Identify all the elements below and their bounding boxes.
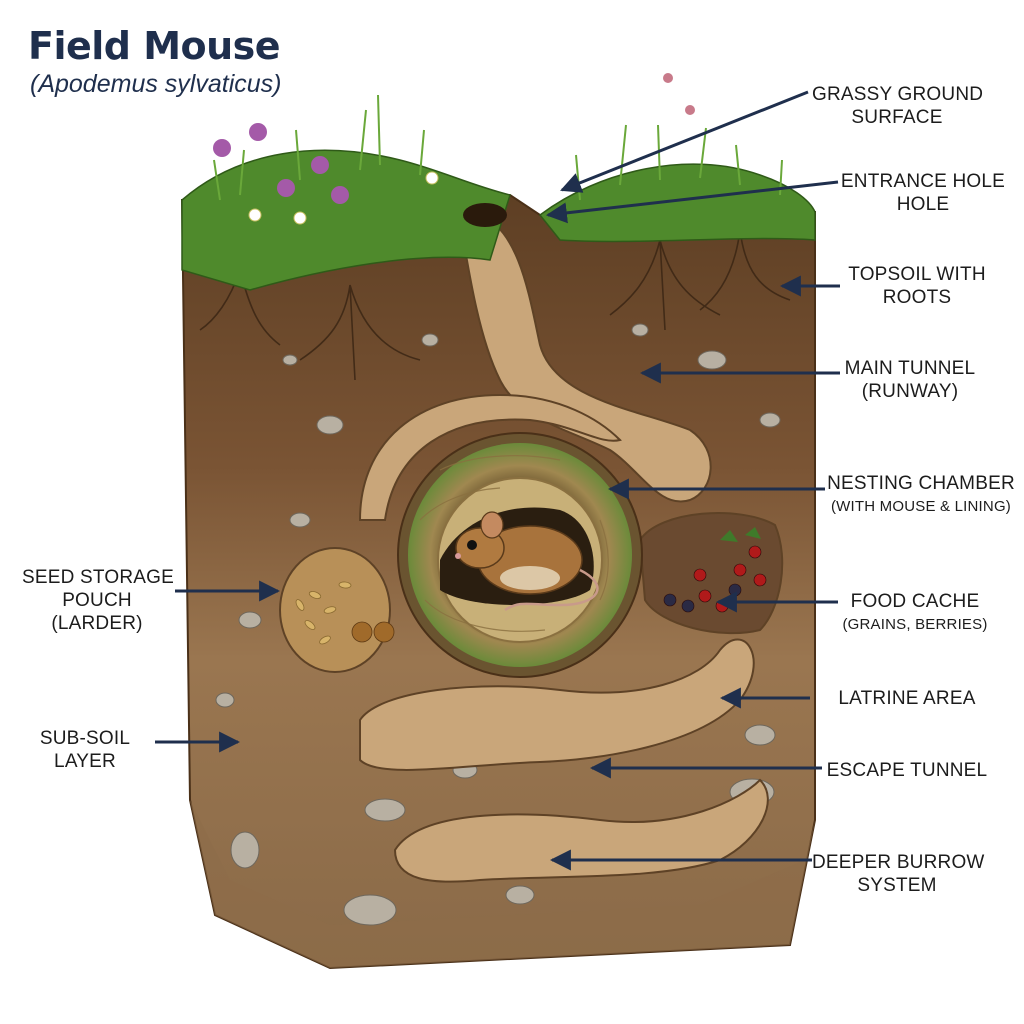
label-main-tunnel: MAIN TUNNEL(RUNWAY) [844, 358, 976, 402]
larder-seeds [295, 581, 395, 645]
root-strands [199, 229, 791, 381]
clover-flowers [213, 73, 695, 225]
label-escape-tunnel: ESCAPE TUNNEL [826, 760, 988, 781]
label-latrine-area: LATRINE AREA [838, 688, 976, 709]
callout-arrows [155, 90, 840, 871]
arrow-entrance-hole [545, 180, 839, 224]
arrow-grassy-surface [560, 90, 809, 193]
nesting-chamber [397, 432, 643, 678]
entrance-hole [463, 203, 507, 227]
diagram-subtitle: (Apodemus sylvaticus) [30, 70, 282, 98]
grass-layer [181, 73, 816, 291]
label-nesting-chamber: NESTING CHAMBER(WITH MOUSE & LINING) [827, 473, 1015, 515]
field-mouse [455, 511, 599, 612]
label-food-cache: FOOD CACHE(GRAINS, BERRIES) [842, 591, 988, 633]
tunnel-system [279, 213, 784, 883]
diagram-title: Field Mouse [28, 24, 281, 68]
